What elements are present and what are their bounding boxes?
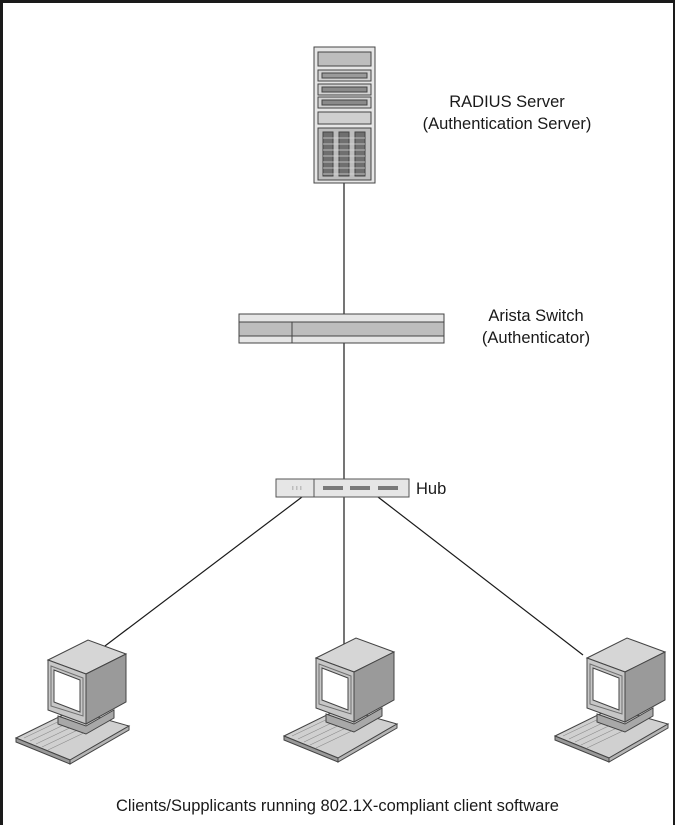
switch-label: Arista Switch (Authenticator) bbox=[466, 305, 606, 349]
hub-to-client-3-link bbox=[377, 496, 584, 656]
connection-lines bbox=[96, 183, 584, 656]
client-computer-1-icon bbox=[15, 639, 130, 765]
clients-caption: Clients/Supplicants running 802.1X-compl… bbox=[116, 797, 559, 815]
arista-switch-icon bbox=[238, 313, 445, 344]
radius-server-icon bbox=[313, 46, 376, 184]
hub-to-client-1-link bbox=[96, 496, 303, 653]
hub-label: Hub bbox=[416, 480, 447, 498]
switch-label-line1: Arista Switch bbox=[488, 307, 584, 325]
server-label-line2: (Authentication Server) bbox=[422, 115, 592, 133]
hub-icon bbox=[275, 478, 410, 498]
client-computer-2-icon bbox=[283, 637, 398, 763]
switch-label-line2: (Authenticator) bbox=[481, 329, 591, 347]
server-label-line1: RADIUS Server bbox=[449, 93, 565, 111]
client-computer-3-icon bbox=[554, 637, 669, 763]
server-label: RADIUS Server (Authentication Server) bbox=[408, 91, 606, 135]
